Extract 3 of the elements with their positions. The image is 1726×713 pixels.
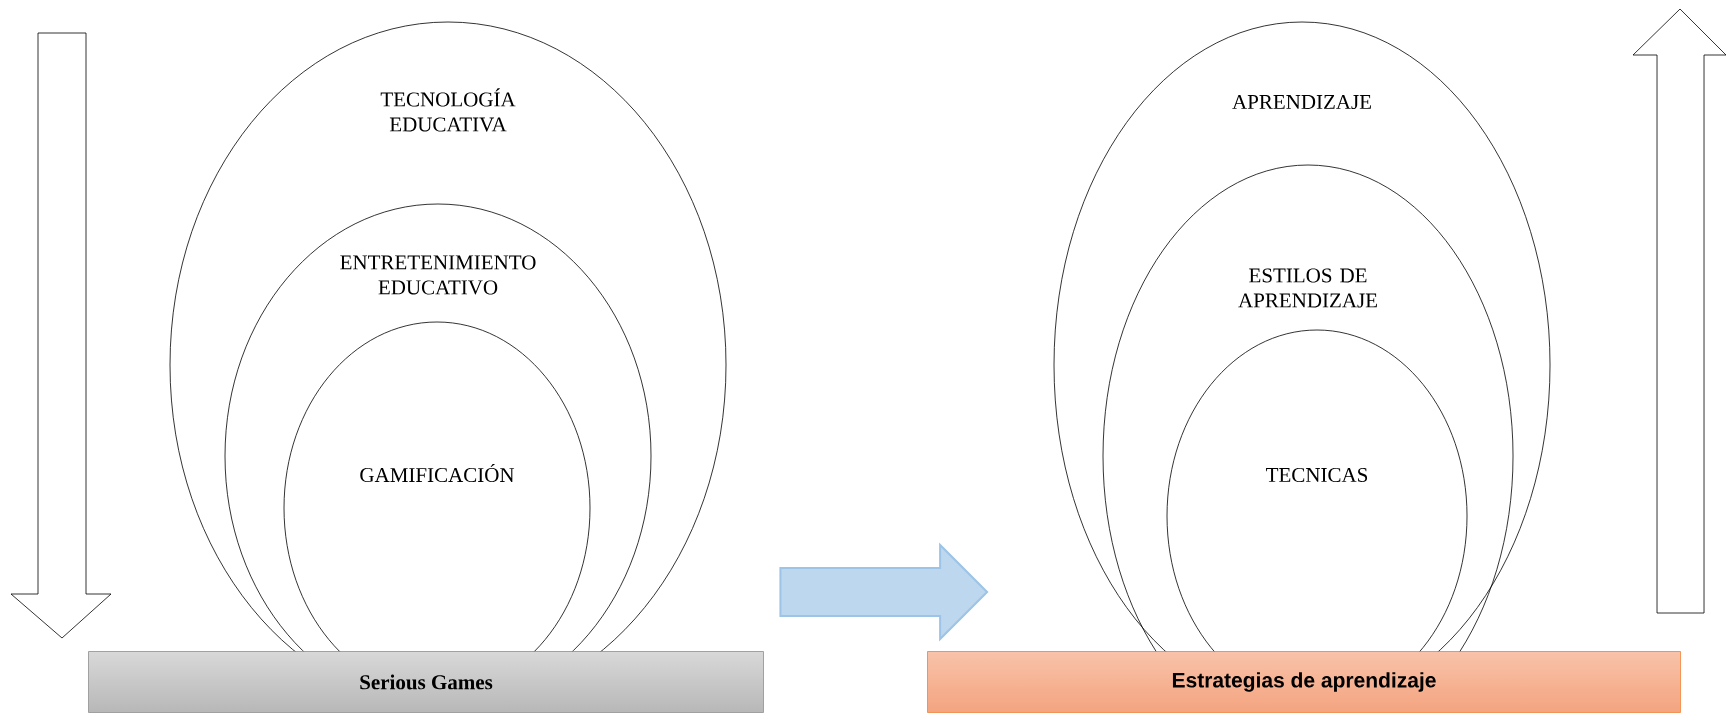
title-bar: Estrategias de aprendizaje: [927, 651, 1681, 713]
title-bar: Serious Games: [88, 651, 764, 713]
block-arrow: [779, 542, 989, 642]
